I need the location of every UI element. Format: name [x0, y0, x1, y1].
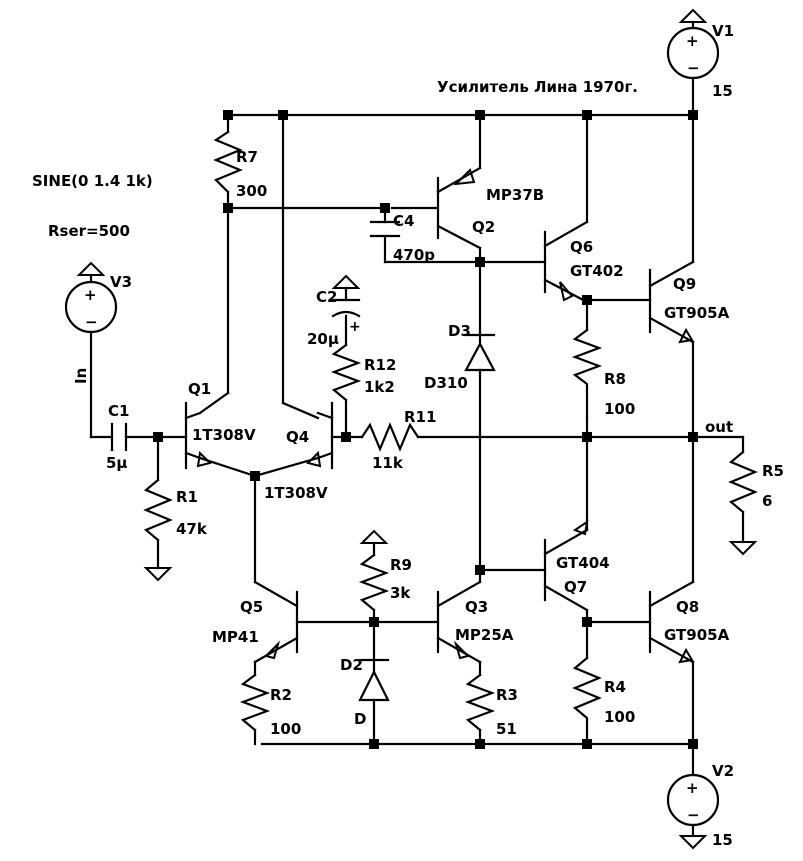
c2-value: 20μ	[307, 330, 339, 348]
v2-label: V2	[712, 762, 734, 780]
r8-label: R8	[604, 370, 626, 388]
v3-label: V3	[110, 273, 132, 291]
voltage-source-v2: + −	[666, 773, 720, 827]
resistor-r7	[213, 130, 243, 194]
wires	[89, 76, 745, 777]
r4-value: 100	[604, 708, 635, 726]
resistor-r5	[728, 450, 758, 514]
resistor-r12	[330, 343, 362, 402]
transistor-q3	[436, 568, 482, 664]
r9-value: 3k	[390, 584, 411, 602]
r9-label: R9	[390, 556, 412, 574]
v1-plus-sign: +	[686, 32, 699, 50]
q9-label: Q9	[673, 275, 696, 293]
r1-label: R1	[176, 488, 198, 506]
v2-value: 15	[712, 831, 733, 849]
v3-plus-sign: +	[84, 286, 97, 304]
q2-label: Q2	[472, 218, 495, 236]
transistor-q9	[648, 260, 695, 344]
q4-label: Q4	[286, 428, 309, 446]
q6-label: Q6	[570, 238, 593, 256]
resistor-r11	[360, 422, 420, 452]
schematic-title: Усилитель Лина 1970г.	[437, 78, 638, 96]
q5-model: MP41	[212, 628, 259, 646]
c4-value: 470p	[393, 246, 435, 264]
q3-model: MP25A	[455, 626, 514, 644]
r5-value: 6	[762, 492, 772, 510]
voltage-source-v1: + −	[666, 26, 720, 80]
d3-label: D3	[448, 322, 471, 340]
r12-label: R12	[364, 356, 396, 374]
capacitor-c1	[110, 422, 128, 452]
r7-value: 300	[236, 182, 267, 200]
q5-label: Q5	[240, 598, 263, 616]
transistor-q8	[648, 580, 695, 664]
c1-label: C1	[108, 402, 129, 420]
r2-value: 100	[270, 720, 301, 738]
q9-model: GT905A	[664, 304, 730, 322]
q1-label: Q1	[188, 380, 211, 398]
q8-model: GT905A	[664, 626, 730, 644]
q1-model: 1T308V	[192, 426, 256, 444]
transistor-q6	[543, 220, 589, 304]
q6-model: GT402	[570, 262, 624, 280]
r8-value: 100	[604, 400, 635, 418]
sine-parameters: SINE(0 1.4 1k)	[32, 172, 153, 190]
c1-value: 5μ	[106, 454, 127, 472]
r12-value: 1k2	[364, 378, 395, 396]
c2-label: C2	[316, 288, 337, 306]
r4-label: R4	[604, 678, 626, 696]
r5-label: R5	[762, 462, 784, 480]
c2-polarity: +	[349, 319, 361, 335]
v2-plus-sign: +	[686, 779, 699, 797]
transistor-q7	[543, 518, 589, 612]
d2-label: D2	[340, 656, 363, 674]
capacitor-c2	[331, 288, 361, 330]
v1-label: V1	[712, 22, 734, 40]
resistor-r4	[572, 656, 602, 730]
v2-minus-sign: −	[687, 806, 700, 824]
q7-label: Q7	[564, 578, 587, 596]
r11-value: 11k	[372, 454, 404, 472]
r7-label: R7	[236, 148, 258, 166]
r1-value: 47k	[176, 520, 208, 538]
transistor-q2	[436, 166, 482, 250]
v3-minus-sign: −	[85, 313, 98, 331]
resistor-r8	[571, 328, 603, 420]
q4-model: 1T308V	[264, 484, 328, 502]
in-net-label: In	[72, 368, 90, 384]
r11-label: R11	[404, 408, 436, 426]
v1-minus-sign: −	[687, 59, 700, 77]
r2-label: R2	[270, 686, 292, 704]
r3-label: R3	[496, 686, 518, 704]
d2-value: D	[354, 710, 366, 728]
resistor-r1	[143, 478, 173, 542]
transistor-q1	[184, 401, 212, 470]
r3-value: 51	[496, 720, 517, 738]
out-net-label: out	[705, 418, 733, 436]
resistor-r9	[358, 553, 390, 612]
transistor-q4	[306, 401, 334, 470]
transistor-q5	[253, 580, 299, 664]
diode-d2	[358, 658, 390, 702]
q3-label: Q3	[465, 598, 488, 616]
d3-value: D310	[424, 374, 468, 392]
voltage-source-v3: + −	[64, 280, 118, 334]
c4-label: C4	[393, 212, 414, 230]
v1-value: 15	[712, 82, 733, 100]
capacitor-c4	[369, 220, 401, 238]
junction-dots	[153, 110, 698, 749]
resistor-r2	[239, 673, 271, 732]
series-resistance: Rser=500	[48, 222, 130, 240]
q2-model: MP37B	[486, 186, 544, 204]
q8-label: Q8	[676, 598, 699, 616]
resistor-r3	[464, 673, 496, 732]
q7-model: GT404	[556, 554, 610, 572]
diode-d3	[464, 333, 496, 372]
ground-symbols	[76, 8, 758, 850]
